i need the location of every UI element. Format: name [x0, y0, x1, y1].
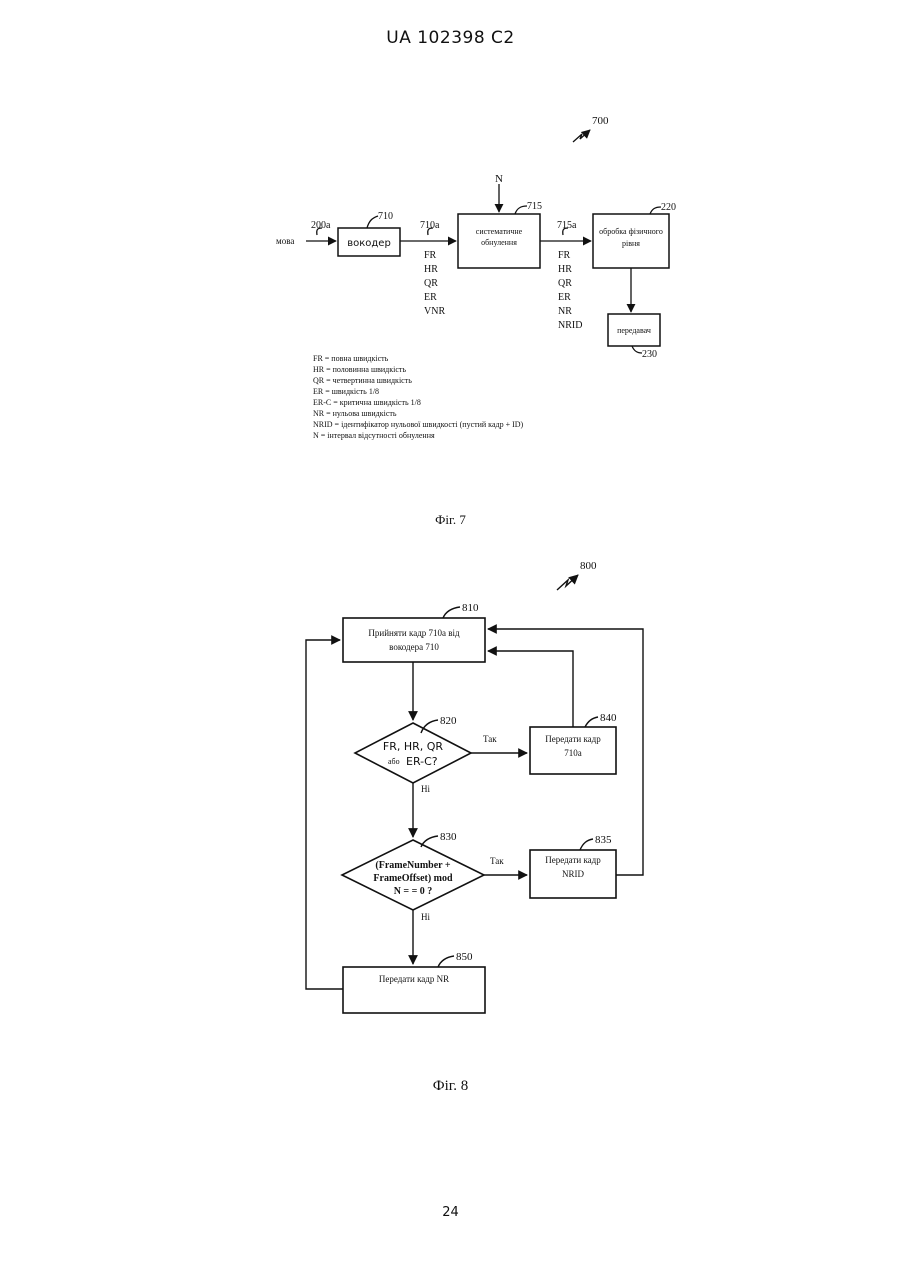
ref-840-lead — [585, 717, 598, 727]
legend-line: ER-C = критична швидкість 1/8 — [313, 398, 421, 407]
ref-835: 835 — [595, 834, 612, 846]
ref-840: 840 — [600, 712, 617, 724]
box-810-line-1: Прийняти кадр 710a від — [368, 628, 460, 638]
box-835-line-2: NRID — [562, 869, 584, 879]
legend-line: N = інтервал відсутності обнулення — [313, 431, 435, 440]
rate-715a-2: QR — [558, 278, 572, 289]
decision-830-line-3: N = = 0 ? — [394, 886, 433, 897]
rate-715a-4: NR — [558, 306, 572, 317]
ref-835-lead — [580, 839, 593, 850]
ref-715-lead — [515, 206, 527, 214]
decision-820-line-1: FR, HR, QR — [383, 740, 444, 753]
ref-220-lead — [650, 207, 661, 214]
rate-715a-5: NRID — [558, 320, 582, 331]
ref-200a: 200a — [311, 220, 331, 231]
transmitter-label: передавач — [617, 326, 651, 335]
legend-line: NRID = ідентифікатор нульової швидкості … — [313, 420, 524, 429]
ref-230: 230 — [642, 349, 657, 360]
n-label: N — [495, 173, 503, 185]
ref-715: 715 — [527, 201, 542, 212]
ref-800: 800 — [580, 560, 597, 572]
rate-710a-2: QR — [424, 278, 438, 289]
decision-820 — [355, 723, 471, 783]
ref-230-lead — [632, 346, 642, 353]
fig8-caption: Фіг. 8 — [0, 1078, 901, 1095]
box-850-label: Передати кадр NR — [379, 974, 449, 984]
legend-line: QR = четвертинна швидкість — [313, 376, 412, 385]
ref-700: 700 — [592, 115, 609, 127]
rate-710a-3: ER — [424, 292, 437, 303]
rate-710a-0: FR — [424, 250, 437, 261]
box-835-line-1: Передати кадр — [545, 855, 601, 865]
no-label-820: Ні — [421, 784, 430, 794]
phys-label-2: рівня — [622, 239, 640, 248]
figure-8 — [306, 575, 643, 1013]
decision-830-line-1: (FrameNumber + — [375, 860, 451, 871]
ref-710-lead — [367, 216, 378, 228]
ref-810-lead — [443, 607, 460, 618]
box-810-line-2: вокодера 710 — [389, 642, 439, 652]
rate-715a-3: ER — [558, 292, 571, 303]
arrow-840-810 — [488, 651, 573, 727]
vocoder-label: вокодер — [347, 238, 391, 249]
fig7-caption: Фіг. 7 — [0, 512, 901, 528]
ref-710: 710 — [378, 211, 393, 222]
ref-710a: 710a — [420, 220, 440, 231]
decision-830-line-2: FrameOffset) mod — [373, 873, 453, 884]
box-810 — [343, 618, 485, 662]
ref-850-lead — [438, 956, 454, 967]
phys-label-1: обробка фізичного — [599, 227, 663, 236]
page-number: 24 — [0, 1205, 901, 1220]
figure-8-labels: 800 810 820 830 840 835 850 Прийняти кад… — [368, 560, 617, 984]
legend-line: HR = половинна швидкість — [313, 365, 406, 374]
decision-820-abo: або — [388, 757, 400, 766]
legend-line: FR = повна швидкість — [313, 354, 389, 363]
rate-710a-4: VNR — [424, 306, 445, 317]
decision-820-line-2: ER-C? — [406, 755, 438, 768]
fig7-legend: FR = повна швидкість HR = половинна швид… — [313, 354, 524, 440]
zeroing-label-1: систематичне — [476, 227, 523, 236]
zeroing-label-2: обнулення — [481, 238, 517, 247]
ref-715a: 715a — [557, 220, 577, 231]
box-840-line-2: 710a — [564, 748, 582, 758]
no-label-830: Ні — [421, 912, 430, 922]
ref-700-arrow — [573, 130, 590, 142]
arrow-850-810 — [306, 640, 343, 989]
ref-830: 830 — [440, 831, 457, 843]
rate-710a-1: HR — [424, 264, 438, 275]
ref-820: 820 — [440, 715, 457, 727]
legend-line: ER = швидкість 1/8 — [313, 387, 379, 396]
ref-810: 810 — [462, 602, 479, 614]
legend-line: NR = нульова швидкість — [313, 409, 397, 418]
rate-715a-1: HR — [558, 264, 572, 275]
ref-850: 850 — [456, 951, 473, 963]
yes-label-820: Так — [483, 734, 497, 744]
yes-label-830: Так — [490, 856, 504, 866]
rate-715a-0: FR — [558, 250, 571, 261]
box-840-line-1: Передати кадр — [545, 734, 601, 744]
ref-220: 220 — [661, 202, 676, 213]
ref-800-arrow — [557, 575, 578, 590]
figure-7-labels: 700 мова N 200a 710 710a 715 715a 220 23… — [276, 115, 676, 440]
input-label: мова — [276, 236, 294, 246]
